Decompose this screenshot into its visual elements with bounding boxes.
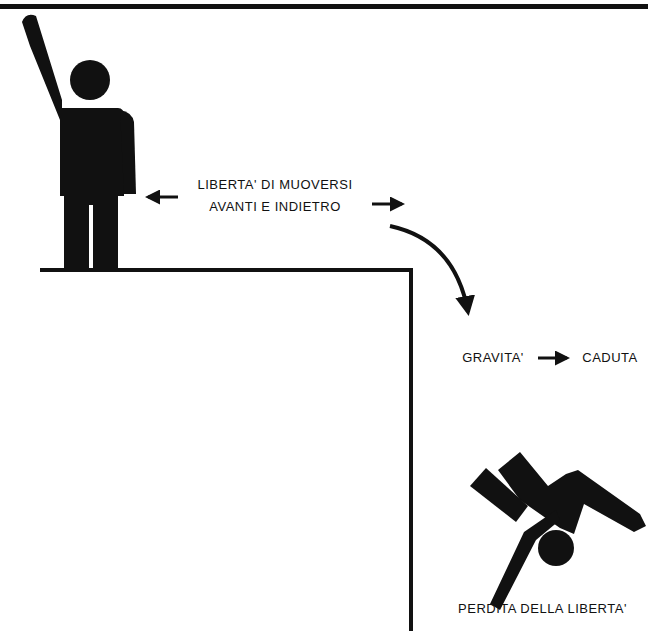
text-label: PERDITA DELLA LIBERTA' (440, 598, 645, 620)
text-label: GRAVITA' (452, 347, 534, 369)
figure-leg (470, 468, 528, 522)
curved-arrow (390, 226, 468, 312)
text-label: CADUTA (575, 347, 645, 369)
left-arrow (148, 196, 178, 199)
figure-body (22, 15, 124, 268)
top-border (0, 4, 648, 9)
text-label: LIBERTA' DI MUOVERSI AVANTI E INDIETRO (180, 174, 370, 218)
figure-arm (490, 510, 560, 610)
figure-arm (120, 110, 136, 194)
right-arrow (372, 203, 402, 206)
figure-head (70, 60, 110, 100)
standing-figure (22, 15, 136, 268)
falling-figure (470, 452, 646, 610)
cliff-edge (40, 270, 411, 631)
right-arrow (538, 357, 567, 360)
figure-body (498, 452, 646, 534)
figure-head (538, 530, 574, 566)
